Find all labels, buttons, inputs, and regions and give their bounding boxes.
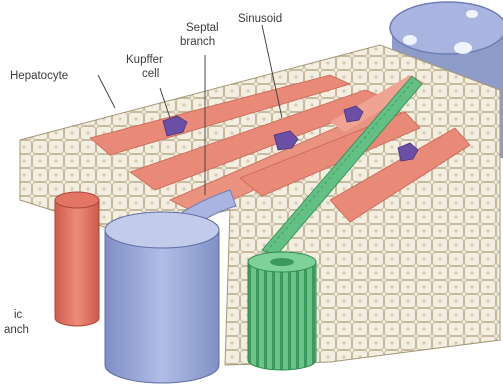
label-kupffer-line1: Kupffer: [126, 54, 163, 66]
hepatic-arteriole: [55, 192, 99, 326]
label-hepatocyte: Hepatocyte: [10, 70, 68, 82]
label-septal-line2: branch: [180, 36, 215, 48]
label-partial-line2: anch: [4, 324, 29, 336]
label-partial-line1: ic: [14, 309, 23, 321]
portal-venule: [105, 190, 236, 383]
label-kupffer-line2: cell: [142, 68, 159, 80]
label-sinusoid: Sinusoid: [238, 13, 282, 25]
bile-ductule: [248, 252, 316, 370]
label-septal-line1: Septal: [186, 22, 219, 34]
